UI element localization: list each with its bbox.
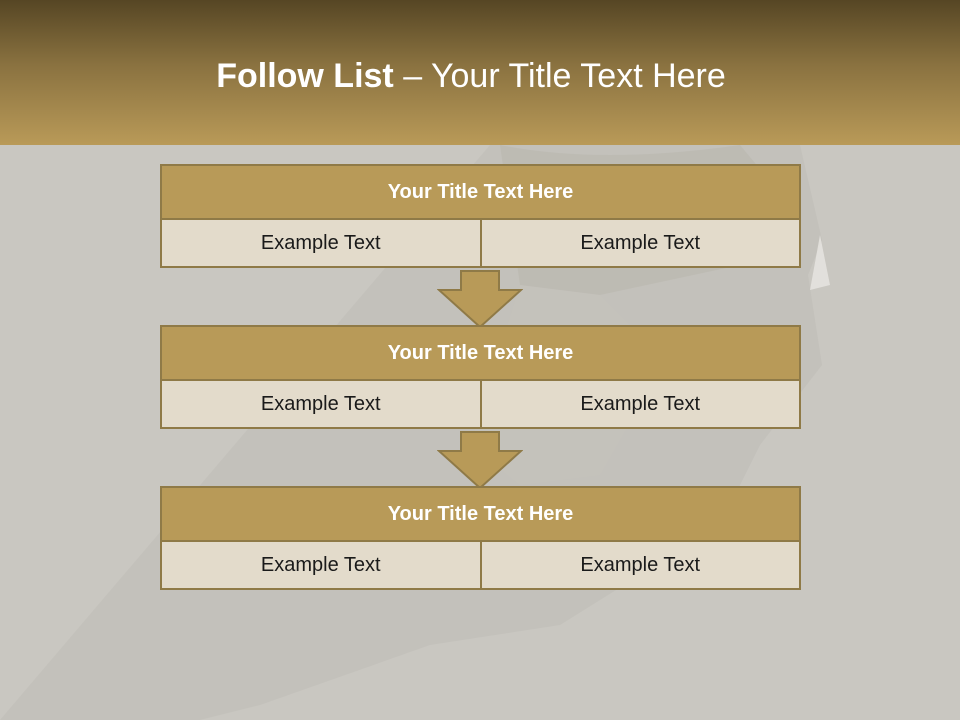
down-arrow-icon [437,270,523,328]
slide-title-strong: Follow List [216,57,394,95]
slide-title-rest: – Your Title Text Here [393,57,726,95]
step-cell-right: Example Text [479,379,801,429]
step-title: Your Title Text Here [160,164,801,220]
step-box-2: Your Title Text Here Example Text Exampl… [160,325,801,429]
slide-title: Follow List – Your Title Text Here [0,52,942,100]
step-box-1: Your Title Text Here Example Text Exampl… [160,164,801,268]
step-cell-left: Example Text [160,540,482,590]
step-title: Your Title Text Here [160,486,801,542]
step-cell-left: Example Text [160,379,482,429]
step-row: Example Text Example Text [160,540,801,590]
step-row: Example Text Example Text [160,218,801,268]
slide-header: Follow List – Your Title Text Here [0,0,960,145]
step-title: Your Title Text Here [160,325,801,381]
step-cell-left: Example Text [160,218,482,268]
step-row: Example Text Example Text [160,379,801,429]
step-cell-right: Example Text [479,540,801,590]
down-arrow-icon [437,431,523,489]
step-box-3: Your Title Text Here Example Text Exampl… [160,486,801,590]
step-cell-right: Example Text [479,218,801,268]
